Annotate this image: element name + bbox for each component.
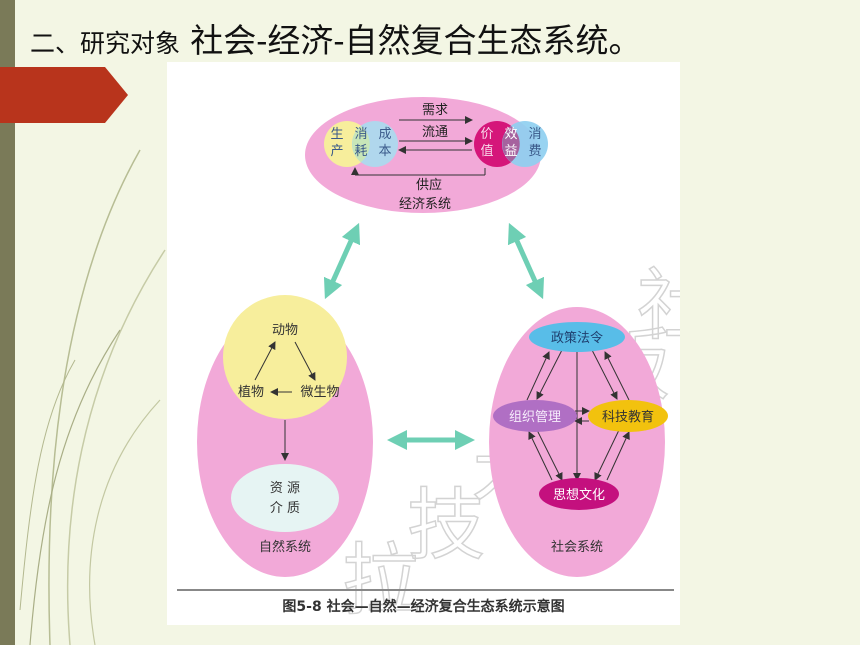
title-main: 社会-经济-自然复合生态系统。: [190, 21, 642, 60]
node-tech-label: 科技教育: [602, 409, 654, 425]
label-benefit-2: 益: [504, 144, 517, 159]
resource-line-2: 介 质: [270, 501, 300, 516]
node-culture-label: 思想文化: [553, 487, 605, 503]
figure-caption: 图5-8 社会—自然—经济复合生态系统示意图: [282, 599, 565, 615]
label-benefit-1: 效: [504, 127, 517, 142]
left-decor-bar: [0, 0, 15, 645]
node-policy-label: 政策法令: [551, 330, 603, 346]
arrow-policy-org: [536, 349, 563, 400]
arrow-tech-culture: [594, 429, 620, 481]
arrow-org-policy: [526, 351, 550, 401]
flow-demand-label: 需求: [422, 103, 448, 118]
node-org-ellipse: [493, 400, 577, 432]
watermark-char: 技: [407, 481, 485, 571]
arrow-policy-tech: [591, 349, 618, 400]
diagram-svg: 拉 技 术 出 版 社 生 产 消 耗 成 本 价 值 效 益 消 费: [197, 97, 680, 625]
arrow-culture-tech: [606, 431, 630, 481]
label-consumption-1: 消: [354, 127, 367, 142]
resource-ellipse: [231, 464, 339, 532]
node-tech-ellipse: [588, 400, 668, 432]
label-cost-1: 成: [378, 127, 391, 142]
flow-circulation-label: 流通: [422, 125, 448, 140]
label-cost-2: 本: [378, 144, 391, 159]
label-consume-2: 费: [528, 144, 541, 159]
arrow-plant-animal: [254, 341, 276, 381]
title-prefix: 二、研究对象: [30, 29, 181, 58]
link-economic-social: [507, 222, 545, 300]
node-policy-ellipse: [529, 322, 625, 352]
accent-arrow: [0, 67, 128, 123]
grass-decoration: [19, 149, 166, 645]
label-consume-1: 消: [528, 127, 541, 142]
watermark-char: 拉: [342, 536, 420, 625]
watermark-char: 社: [637, 261, 680, 351]
natural-system-label: 自然系统: [259, 539, 311, 555]
link-economic-natural: [323, 222, 361, 300]
arrow-animal-microbe: [294, 341, 316, 381]
arrow-culture-org: [528, 431, 553, 481]
overlap-consumption: [352, 126, 370, 162]
label-microbe: 微生物: [300, 385, 339, 400]
label-plant: 植物: [238, 385, 264, 400]
arrow-org-culture: [536, 429, 563, 481]
node-culture-ellipse: [539, 478, 619, 510]
overlap-benefit: [502, 126, 520, 162]
label-value-2: 值: [480, 143, 493, 159]
arrow-tech-policy: [604, 351, 630, 401]
social-system-label: 社会系统: [551, 539, 603, 555]
slide-title: 二、研究对象 社会-经济-自然复合生态系统。: [30, 14, 642, 62]
natural-cycle-circle: [223, 295, 347, 419]
label-value-1: 价: [480, 127, 493, 142]
label-production-1: 生: [330, 127, 343, 142]
label-production-2: 产: [330, 144, 343, 159]
label-animal: 动物: [272, 323, 298, 338]
diagram-figure: 拉 技 术 出 版 社 生 产 消 耗 成 本 价 值 效 益 消 费: [167, 62, 680, 625]
node-org-label: 组织管理: [509, 410, 561, 425]
label-consumption-2: 耗: [354, 144, 367, 159]
caption-rule: [177, 589, 674, 591]
resource-line-1: 资 源: [270, 481, 300, 496]
flow-supply-label: 供应: [416, 177, 442, 193]
economic-system-label: 经济系统: [399, 197, 451, 212]
